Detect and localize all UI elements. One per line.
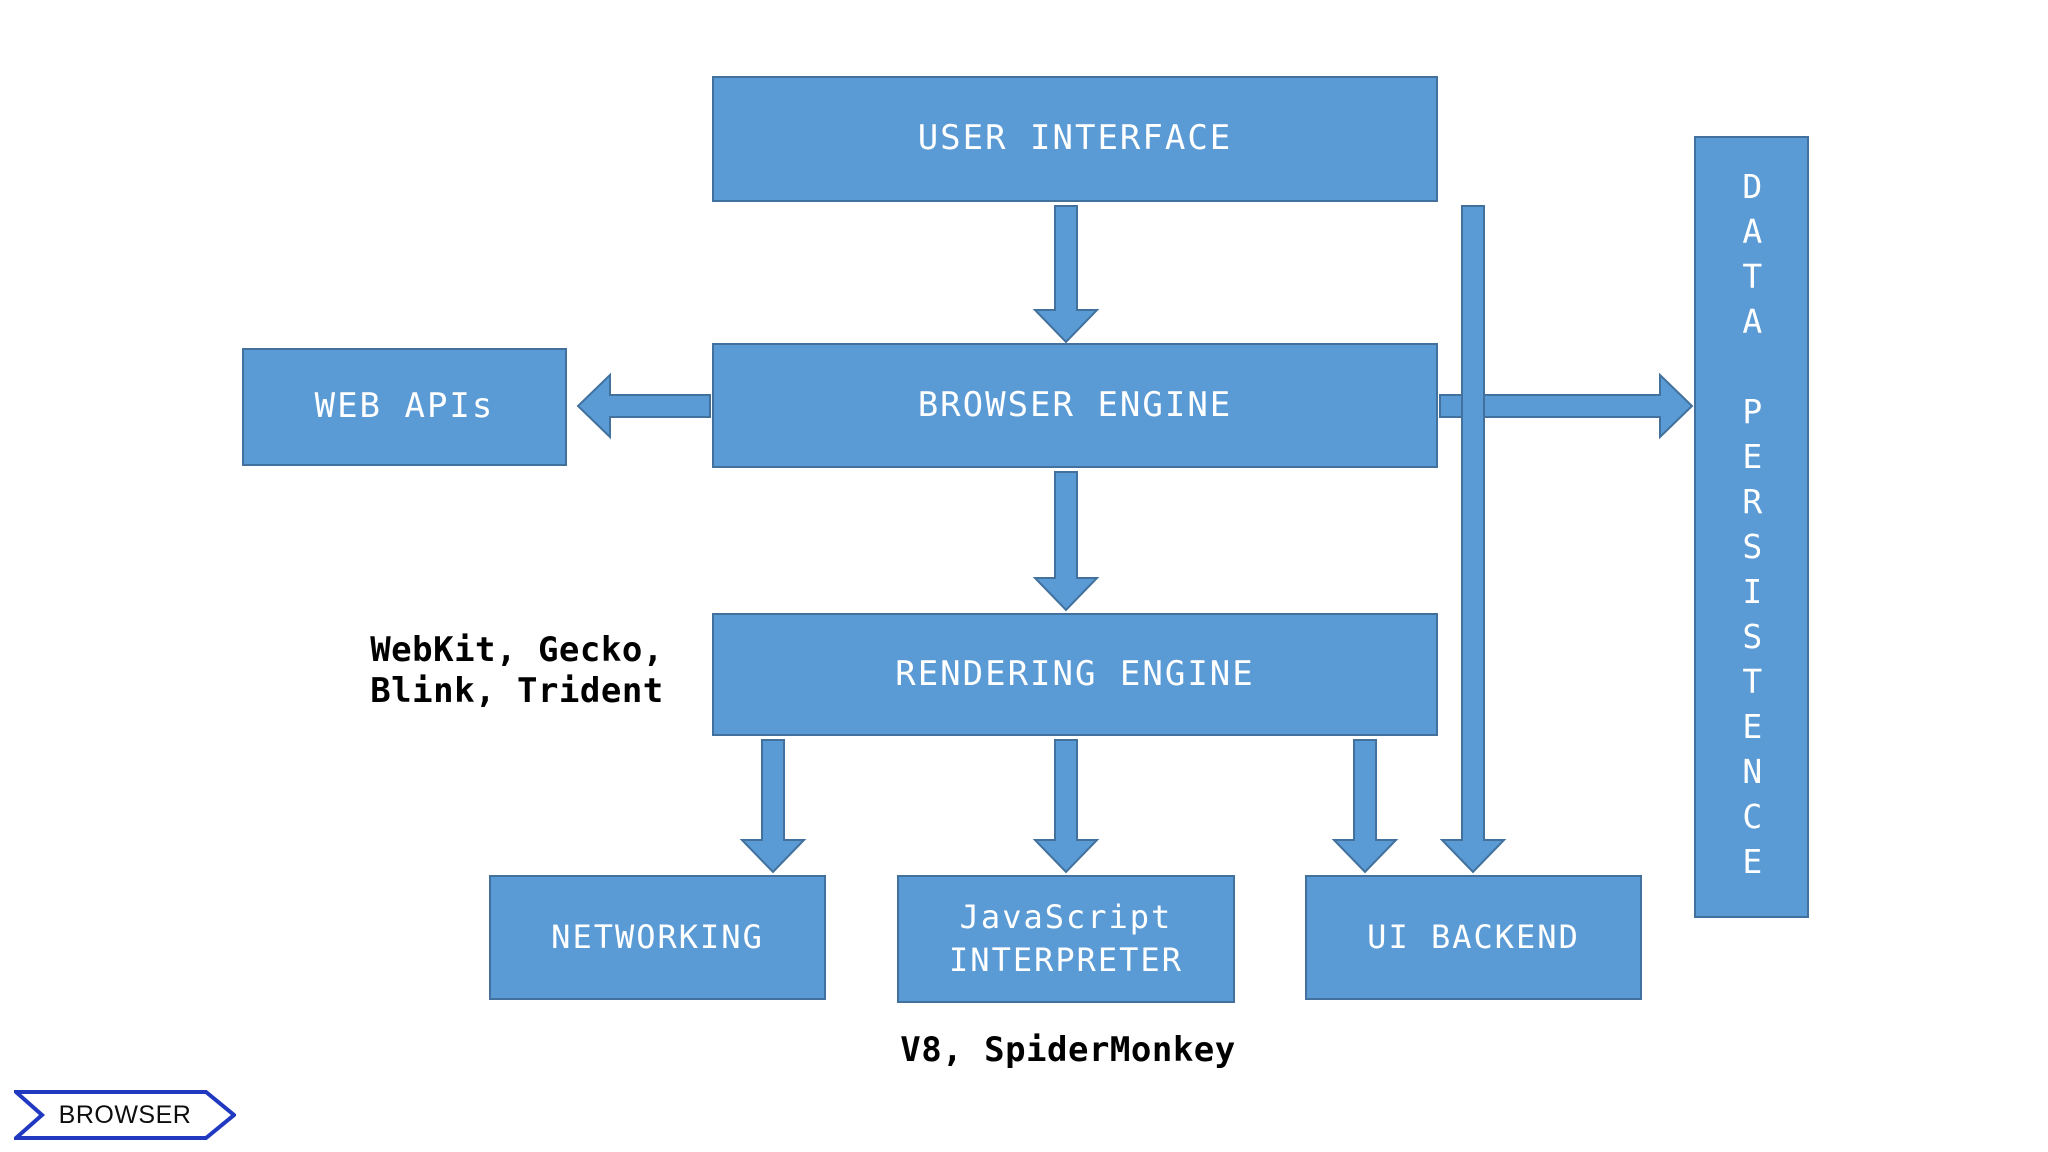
node-user-interface[interactable]: USER INTERFACE	[712, 76, 1438, 202]
arrow-browser-engine-to-rendering-engine	[1032, 471, 1100, 612]
arrow-rendering-engine-to-networking	[739, 739, 807, 874]
annotation-rendering-engines: WebKit, Gecko, Blink, Trident	[370, 630, 664, 712]
node-browser-engine[interactable]: BROWSER ENGINE	[712, 343, 1438, 468]
arrow-user-interface-to-ui-backend	[1439, 205, 1507, 874]
node-javascript-interpreter[interactable]: JavaScript INTERPRETER	[897, 875, 1235, 1003]
arrow-browser-engine-to-data-persistence	[1439, 372, 1694, 440]
node-javascript-interpreter-label: JavaScript INTERPRETER	[949, 897, 1183, 979]
arrow-user-interface-to-browser-engine	[1032, 205, 1100, 344]
node-rendering-engine-label: RENDERING ENGINE	[895, 653, 1255, 694]
node-browser-engine-label: BROWSER ENGINE	[917, 384, 1233, 425]
node-web-apis[interactable]: WEB APIs	[242, 348, 567, 466]
browser-scope-badge[interactable]: BROWSER	[14, 1089, 236, 1141]
arrow-browser-engine-to-web-apis	[576, 372, 711, 440]
node-networking-label: NETWORKING	[551, 917, 764, 956]
node-data-persistence-label: DATA PERSISTENCE	[1732, 167, 1772, 887]
node-ui-backend[interactable]: UI BACKEND	[1305, 875, 1642, 1000]
node-web-apis-label: WEB APIs	[314, 386, 495, 427]
arrow-rendering-engine-to-ui-backend	[1331, 739, 1399, 874]
browser-scope-badge-label: BROWSER	[58, 1100, 192, 1129]
chevron-banner-icon	[14, 1090, 236, 1140]
annotation-javascript-engines: V8, SpiderMonkey	[900, 1030, 1236, 1070]
node-ui-backend-label: UI BACKEND	[1367, 917, 1580, 956]
arrow-rendering-engine-to-js-interpreter	[1032, 739, 1100, 874]
node-user-interface-label: USER INTERFACE	[917, 118, 1233, 159]
node-networking[interactable]: NETWORKING	[489, 875, 826, 1000]
node-rendering-engine[interactable]: RENDERING ENGINE	[712, 613, 1438, 736]
node-data-persistence[interactable]: DATA PERSISTENCE	[1694, 136, 1809, 918]
